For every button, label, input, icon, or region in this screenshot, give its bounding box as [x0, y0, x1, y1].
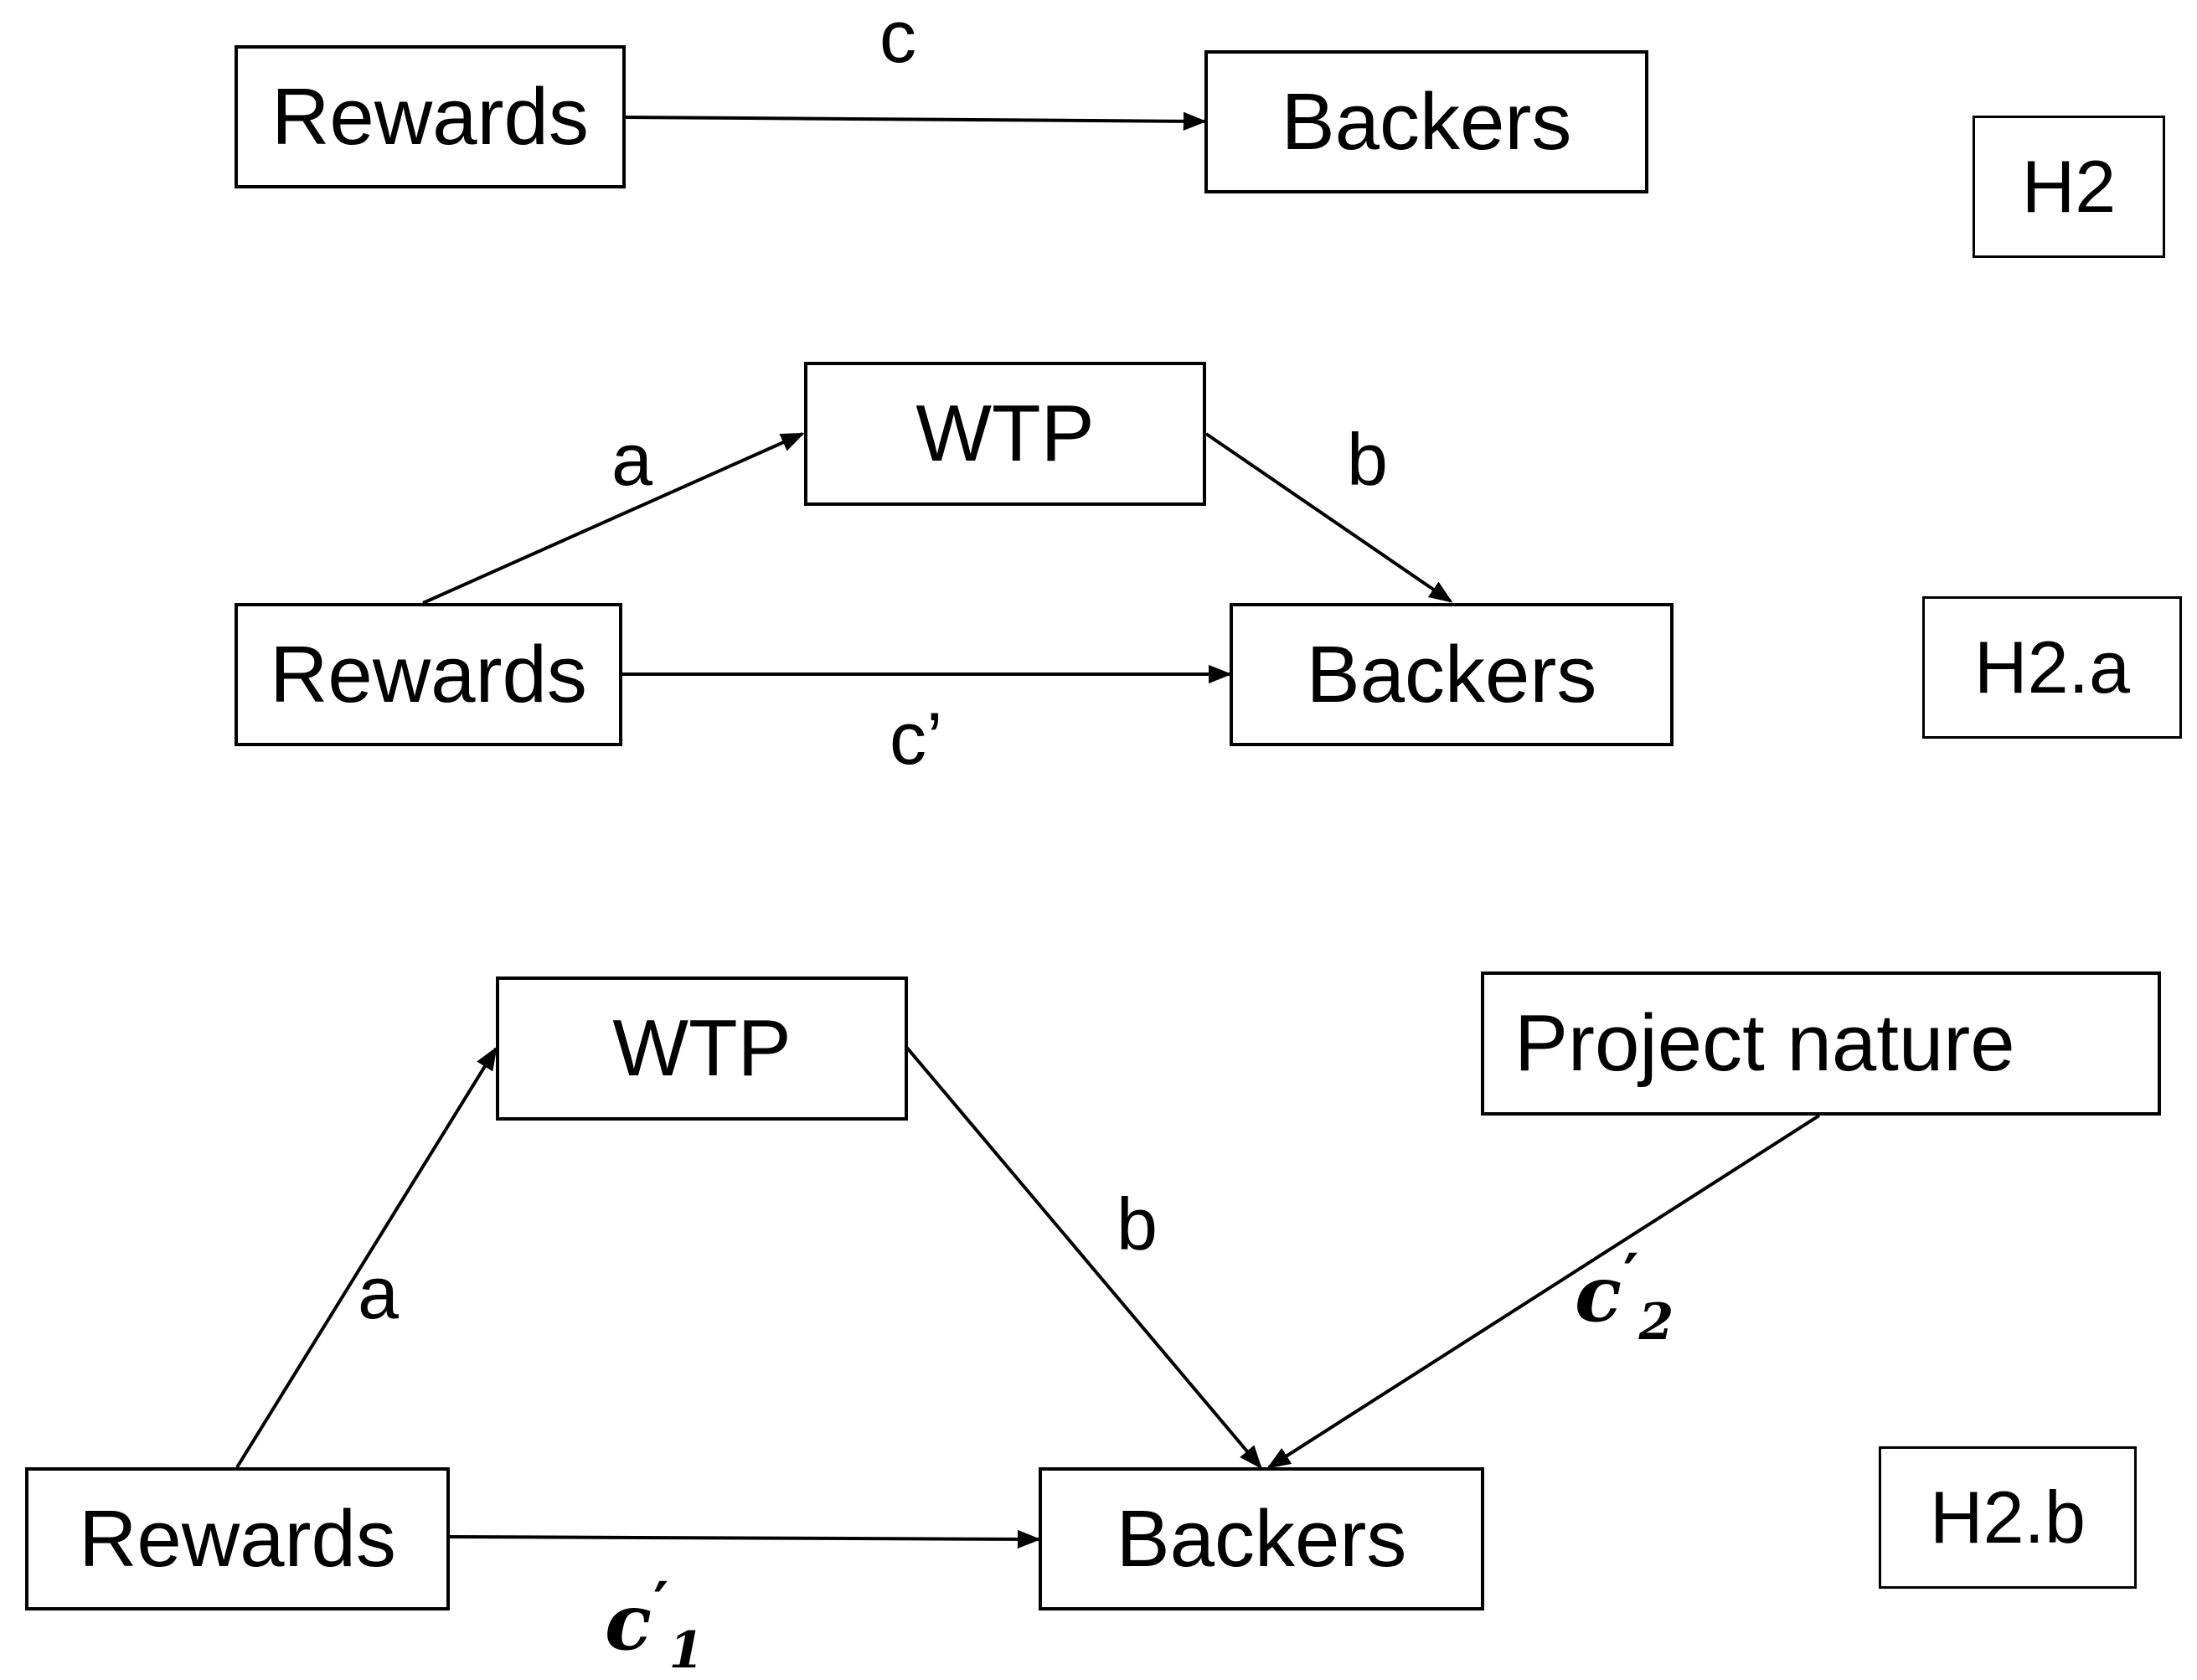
h2b-rewards-node: Rewards — [25, 1467, 450, 1610]
arrow-h2b-rewards-wtp — [235, 1046, 498, 1469]
h2b-edge-label-c2-prime: c′2 — [1575, 1246, 1674, 1348]
h2b-edge-label-c1-prime: c′1 — [605, 1574, 704, 1677]
h2-edge-label-c: c — [879, 0, 916, 78]
h2-backers-node: Backers — [1204, 50, 1648, 193]
arrow-h2b-rewards-backers — [449, 1529, 1041, 1549]
h2b-edge-label-a: a — [358, 1251, 399, 1334]
h2b-backers-node: Backers — [1039, 1467, 1484, 1610]
h2b-c1-prime-mark: ′ — [653, 1569, 669, 1638]
h2b-c2-prime-mark: ′ — [1623, 1240, 1639, 1310]
h2b-hypothesis-tag: H2.b — [1879, 1446, 2137, 1589]
h2a-backers-node: Backers — [1230, 603, 1674, 746]
h2-hypothesis-tag: H2 — [1973, 116, 2165, 258]
arrow-h2a-rewards-wtp — [422, 432, 805, 605]
h2b-c2-base: c — [1575, 1249, 1622, 1339]
h2-rewards-node: Rewards — [235, 45, 626, 188]
h2a-edge-label-a: a — [611, 418, 652, 501]
h2a-hypothesis-tag: H2.a — [1922, 596, 2182, 739]
h2b-c2-subscript: 2 — [1638, 1293, 1674, 1352]
h2b-wtp-node: WTP — [496, 977, 908, 1121]
h2b-c1-subscript: 1 — [668, 1621, 704, 1680]
h2a-edge-label-b: b — [1347, 418, 1388, 501]
h2b-edge-label-b: b — [1117, 1183, 1158, 1265]
arrow-h2b-wtp-backers — [905, 1045, 1262, 1470]
h2a-wtp-node: WTP — [804, 362, 1206, 506]
h2b-project-nature-node: Project nature — [1481, 971, 2161, 1116]
arrow-h2a-wtp-backers — [1204, 432, 1453, 603]
h2a-edge-label-c-prime: c’ — [890, 697, 943, 780]
h2a-rewards-node: Rewards — [235, 603, 622, 746]
arrow-h2b-project-backers — [1266, 1114, 1821, 1469]
h2b-c1-base: c — [605, 1577, 652, 1667]
arrow-h2-rewards-backers — [623, 111, 1207, 131]
